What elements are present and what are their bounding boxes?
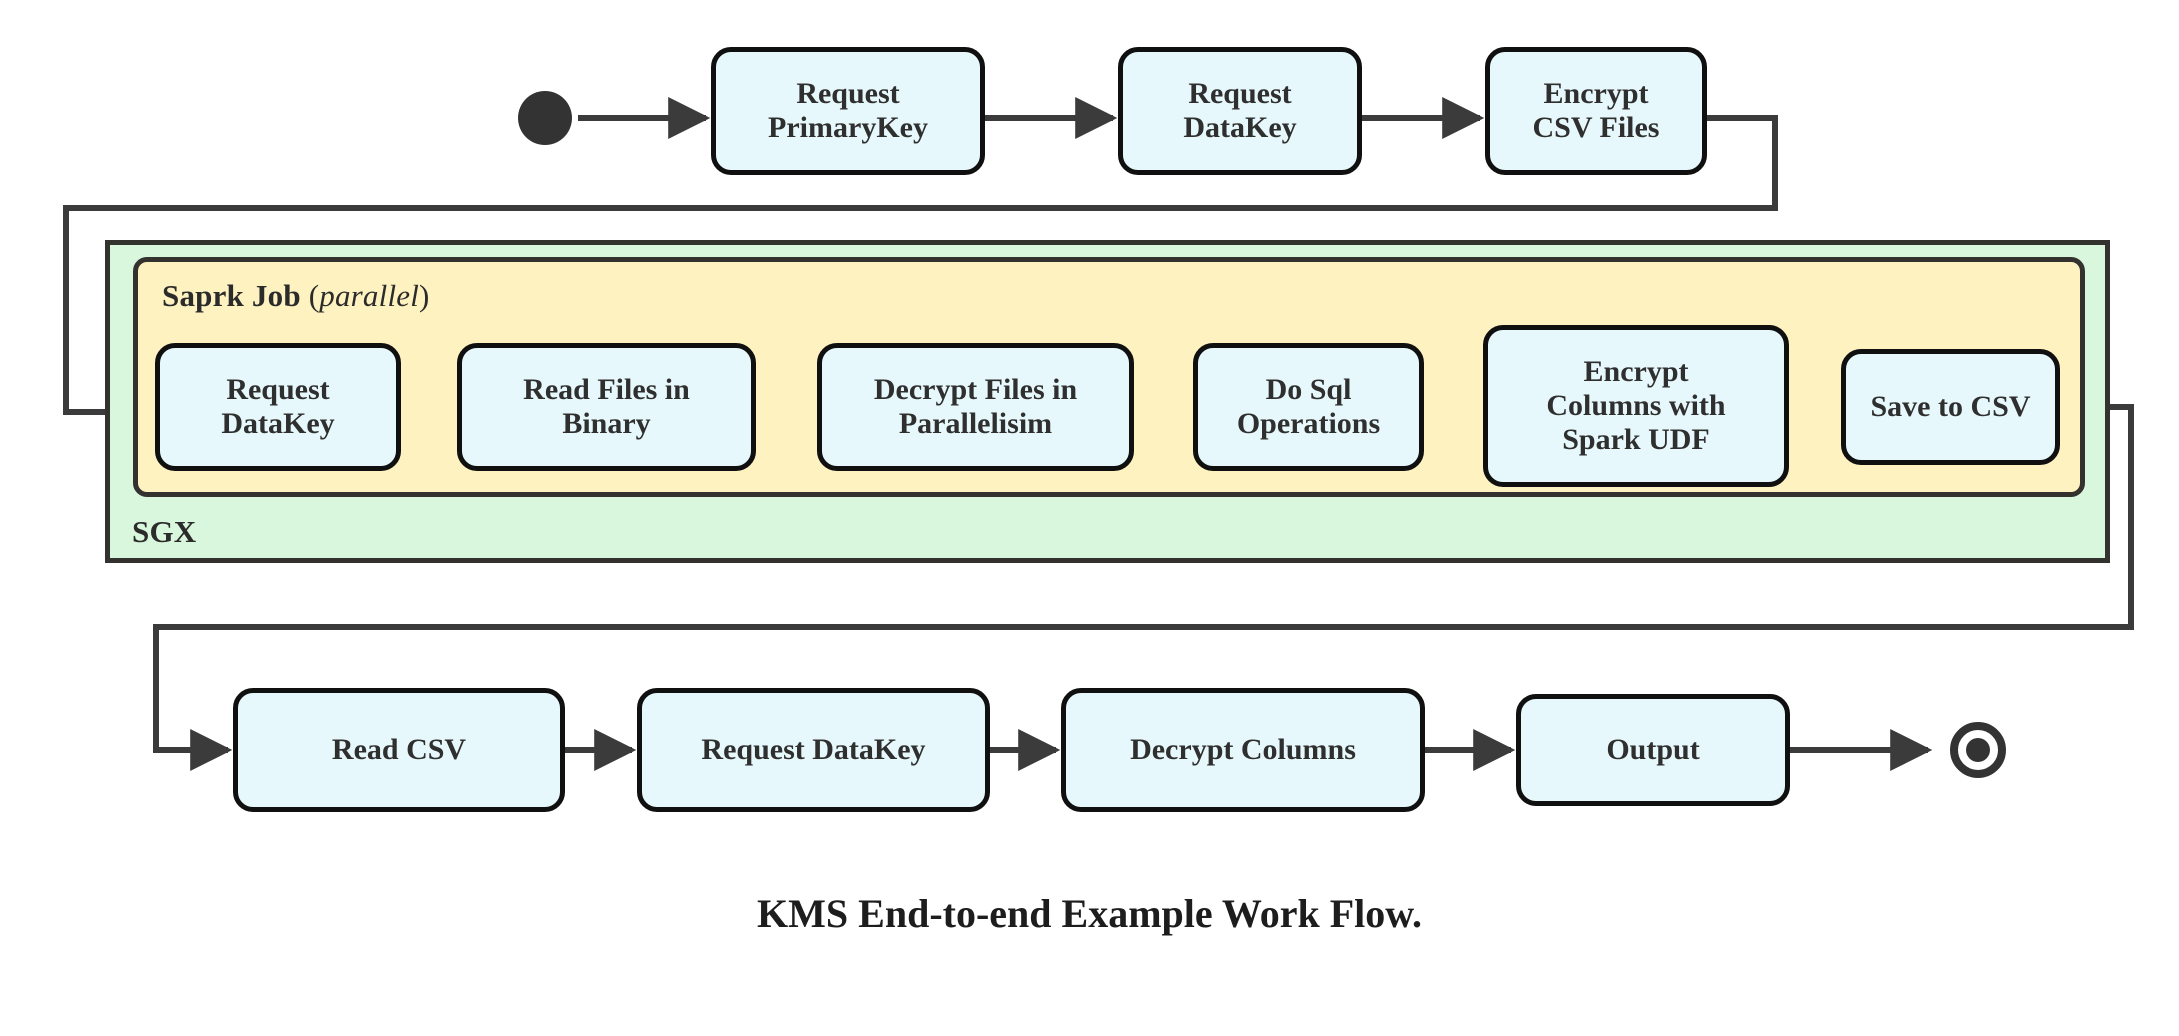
- node-decrypt-files-in-parallelisim[interactable]: Decrypt Files in Parallelisim: [817, 343, 1134, 471]
- node-line: Encrypt: [1543, 76, 1649, 110]
- node-line: Decrypt Columns: [1130, 732, 1356, 766]
- container-sgx-label: SGX: [132, 514, 197, 549]
- node-line: Request DataKey: [701, 732, 926, 766]
- spark-label-paren-open: (: [308, 278, 320, 313]
- node-encrypt-csv-files[interactable]: Encrypt CSV Files: [1485, 47, 1707, 175]
- spark-label-paren-close: ): [419, 278, 430, 313]
- node-line: Decrypt Files in: [873, 372, 1078, 406]
- node-line: Request: [1188, 76, 1292, 110]
- node-request-datakey-spark[interactable]: Request DataKey: [155, 343, 401, 471]
- node-line: CSV Files: [1532, 111, 1660, 144]
- node-read-files-in-binary[interactable]: Read Files in Binary: [457, 343, 756, 471]
- spark-label-italic: parallel: [319, 278, 420, 313]
- node-line: Spark UDF: [1562, 423, 1710, 457]
- node-line: Do Sql: [1265, 372, 1352, 406]
- node-read-csv[interactable]: Read CSV: [233, 688, 565, 812]
- node-encrypt-columns-with-spark-udf[interactable]: Encrypt Columns with Spark UDF: [1483, 325, 1789, 487]
- node-line: Parallelisim: [898, 407, 1053, 440]
- node-line: Encrypt: [1583, 354, 1689, 388]
- node-line: Read CSV: [331, 732, 467, 766]
- node-line: Output: [1606, 732, 1700, 766]
- node-decrypt-columns[interactable]: Decrypt Columns: [1061, 688, 1425, 812]
- node-request-datakey-top[interactable]: Request DataKey: [1118, 47, 1362, 175]
- node-line: PrimaryKey: [768, 111, 928, 144]
- node-request-primarykey[interactable]: Request PrimaryKey: [711, 47, 985, 175]
- node-do-sql-operations[interactable]: Do Sql Operations: [1193, 343, 1424, 471]
- node-line: Binary: [562, 407, 651, 440]
- node-line: Read Files in: [523, 372, 690, 406]
- node-line: Columns with: [1546, 388, 1726, 422]
- diagram-caption: KMS End-to-end Example Work Flow.: [757, 891, 1422, 936]
- end-node-inner-dot: [1966, 738, 1990, 762]
- node-line: Request: [226, 372, 330, 406]
- node-line: DataKey: [221, 407, 335, 440]
- node-line: Save to CSV: [1870, 389, 2031, 423]
- node-request-datakey-bottom[interactable]: Request DataKey: [637, 688, 990, 812]
- node-line: DataKey: [1183, 111, 1297, 144]
- node-output[interactable]: Output: [1516, 694, 1790, 806]
- node-line: Request: [796, 76, 900, 110]
- end-node: [1950, 722, 2006, 778]
- start-node: [518, 91, 572, 145]
- container-spark-job-label: Saprk Job (parallel): [162, 278, 430, 314]
- spark-label-bold: Saprk Job: [162, 278, 301, 313]
- node-save-to-csv[interactable]: Save to CSV: [1841, 349, 2060, 465]
- node-line: Operations: [1236, 407, 1381, 440]
